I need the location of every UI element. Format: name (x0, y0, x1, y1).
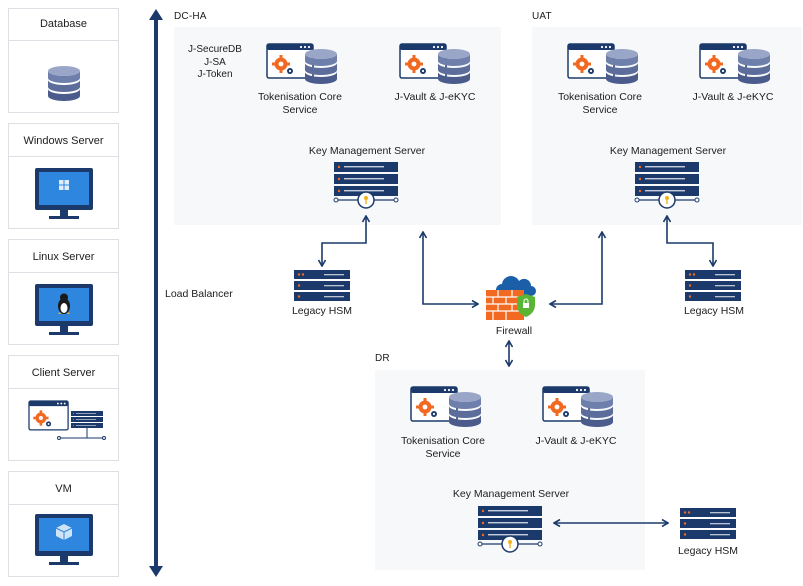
linux-monitor-icon (35, 284, 93, 335)
uat-kms-icon (634, 162, 700, 209)
uat-firewall-arrow (550, 232, 602, 304)
load-balancer-label: Load Balancer (165, 288, 233, 300)
uat-title: UAT (532, 11, 552, 22)
legend-database: Database (8, 8, 119, 113)
dr-tokenisation-icon (410, 386, 481, 427)
legend-linux-server: Linux Server (8, 239, 119, 345)
dr-kms-icon (477, 506, 543, 553)
dr-title: DR (375, 353, 390, 364)
legend-vm: VM (8, 471, 119, 577)
dcha-app-item: J-SA (204, 56, 226, 68)
dr-kms-label: Key Management Server (452, 488, 570, 500)
dcha-app-item: J-Token (197, 69, 233, 80)
dcha-title: DC-HA (174, 11, 207, 22)
client-server-icon (28, 400, 106, 440)
legend-client-server: Client Server (8, 355, 119, 461)
legend-client-label: Client Server (31, 367, 96, 379)
hsm-left-icon (294, 270, 350, 301)
legend-windows-server: Windows Server (8, 123, 119, 229)
dcha-kms-label: Key Management Server (308, 145, 426, 157)
dcha-app-list: J-SecureDB J-SA J-Token (188, 44, 242, 82)
hsm-dr-icon (680, 508, 736, 539)
load-balancer-arrow (149, 9, 163, 577)
dcha-jvault-icon (399, 43, 470, 84)
legend-windows-label: Windows Server (23, 135, 104, 147)
hsm-right-icon (685, 270, 741, 301)
database-icon (48, 66, 80, 101)
vm-monitor-icon (35, 514, 93, 565)
dcha-tokenisation-label: Tokenisation Core Service (257, 91, 343, 116)
uat-tokenisation-label: Tokenisation Core Service (557, 91, 643, 116)
uat-jvault-icon (699, 43, 770, 84)
dcha-tokenisation-icon (266, 43, 337, 84)
legend-vm-label: VM (55, 483, 72, 495)
legend-database-label: Database (39, 18, 88, 30)
uat-jvault-label: J-Vault & J-eKYC (692, 91, 774, 103)
firewall-label: Firewall (495, 325, 533, 337)
firewall-icon (486, 276, 536, 320)
uat-tokenisation-icon (567, 43, 638, 84)
dcha-kms-icon (333, 162, 399, 209)
uat-kms-label: Key Management Server (609, 145, 727, 157)
dcha-app-item: J-SecureDB (188, 44, 242, 55)
dr-tokenisation-label: Tokenisation Core Service (400, 435, 486, 460)
dr-jvault-label: J-Vault & J-eKYC (535, 435, 617, 447)
hsm-dr-label: Legacy HSM (677, 545, 739, 557)
legend-linux-label: Linux Server (32, 251, 95, 263)
dcha-firewall-arrow (423, 232, 478, 304)
windows-monitor-icon (35, 168, 93, 219)
dcha-jvault-label: J-Vault & J-eKYC (394, 91, 476, 103)
hsm-right-label: Legacy HSM (683, 305, 745, 317)
dr-jvault-icon (542, 386, 613, 427)
hsm-left-label: Legacy HSM (291, 305, 353, 317)
